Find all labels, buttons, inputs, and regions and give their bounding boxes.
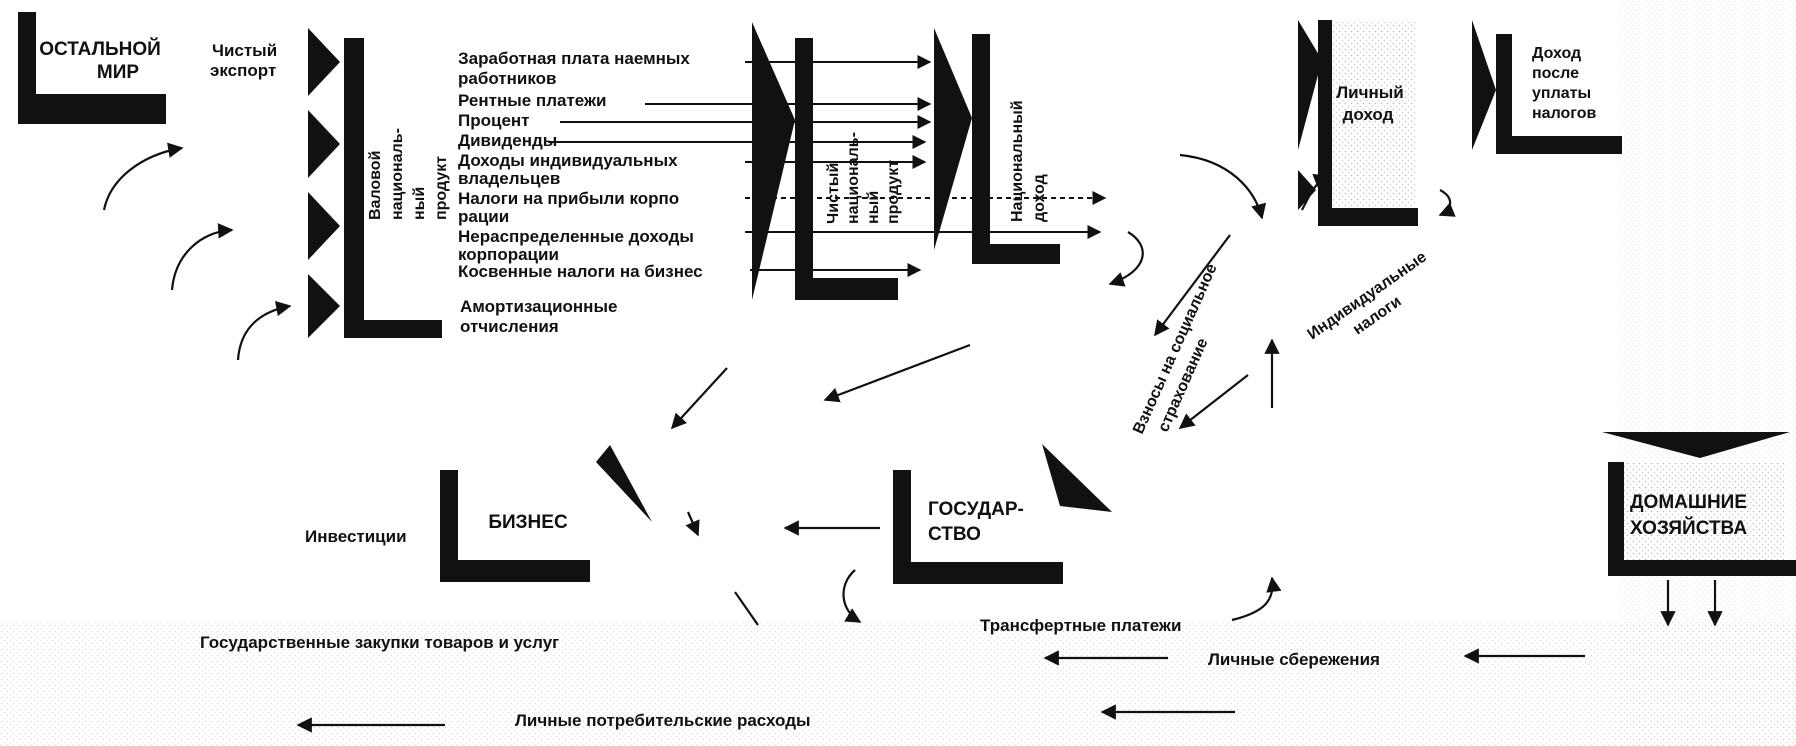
column-gnp: Валовой националь- ный продукт (308, 28, 450, 338)
after-tax-label-3: уплаты (1532, 85, 1591, 102)
proprietors-label-1: Доходы индивидуальных (458, 151, 678, 170)
ni-label-2: доход (1031, 174, 1048, 222)
investment-label: Инвестиции (305, 527, 407, 546)
box-personal-income: Личный доход (1298, 20, 1418, 226)
nnp-label-3: ный (865, 191, 882, 224)
government-label-1: ГОСУДАР- (928, 499, 1024, 520)
households-label-2: ХОЗЯЙСТВА (1630, 517, 1747, 539)
after-tax-label-2: после (1532, 65, 1579, 82)
nnp-label-2: националь- (845, 132, 862, 224)
savings-label: Личные сбережения (1208, 650, 1380, 669)
depreciation-label-1: Амортизационные (460, 297, 617, 316)
interest-label: Процент (458, 111, 530, 130)
wages-label-1: Заработная плата наемных (458, 49, 690, 68)
depreciation-label-2: отчисления (460, 317, 559, 336)
corp-tax-label-2: рации (458, 207, 509, 226)
gnp-label-4: продукт (433, 156, 450, 220)
dividends-label: Дивиденды (458, 131, 557, 150)
corp-tax-label-1: Налоги на прибыли корпо (458, 189, 679, 208)
government-label-2: СТВО (928, 524, 981, 545)
rest-of-world-label-1: ОСТАЛЬНОЙ (39, 38, 161, 60)
wages-label-2: работников (458, 69, 556, 88)
households-label-1: ДОМАШНИЕ (1630, 492, 1747, 513)
business-label: БИЗНЕС (488, 512, 568, 533)
consumption-label: Личные потребительские расходы (515, 711, 811, 730)
flow-arrows (102, 142, 1723, 733)
personal-income-label-1: Личный (1336, 83, 1404, 102)
nnp-label-4: продукт (885, 160, 902, 224)
net-export-label-2: экспорт (210, 61, 276, 80)
retained-label-2: корпорации (458, 245, 559, 264)
column-national-income: Национальный доход (934, 28, 1060, 264)
box-after-tax-income: Доход после уплаты налогов (1472, 20, 1622, 154)
rent-label: Рентные платежи (458, 91, 607, 110)
box-government: ГОСУДАР- СТВО (893, 444, 1112, 584)
indirect-taxes-label: Косвенные налоги на бизнес (458, 262, 703, 281)
transfers-label: Трансфертные платежи (980, 616, 1181, 635)
personal-income-label-2: доход (1343, 105, 1394, 124)
nnp-label-1: Чистый (825, 163, 842, 224)
gnp-label-1: Валовой (367, 151, 384, 220)
after-tax-label-4: налогов (1532, 105, 1597, 122)
after-tax-label-1: Доход (1532, 45, 1581, 62)
gnp-label-2: националь- (389, 128, 406, 220)
gov-purchases-label: Государственные закупки товаров и услуг (200, 633, 559, 652)
net-export-label-1: Чистый (212, 41, 277, 60)
box-households: ДОМАШНИЕ ХОЗЯЙСТВА (1602, 432, 1796, 576)
rest-of-world-label-2: МИР (97, 62, 139, 83)
income-components: Заработная плата наемных работников Рент… (458, 49, 703, 336)
ni-label-1: Национальный (1009, 100, 1026, 222)
personal-taxes-label: Индивидуальные налоги (1305, 248, 1430, 343)
gnp-label-3: ный (411, 187, 428, 220)
box-rest-of-world: ОСТАЛЬНОЙ МИР (18, 12, 166, 124)
retained-label-1: Нераспределенные доходы (458, 227, 694, 246)
box-business: БИЗНЕС (440, 445, 652, 582)
proprietors-label-2: владельцев (458, 169, 560, 188)
column-nnp: Чистый националь- ный продукт (752, 22, 902, 300)
social-security-label: Взносы на социальное страхование (1130, 261, 1221, 436)
